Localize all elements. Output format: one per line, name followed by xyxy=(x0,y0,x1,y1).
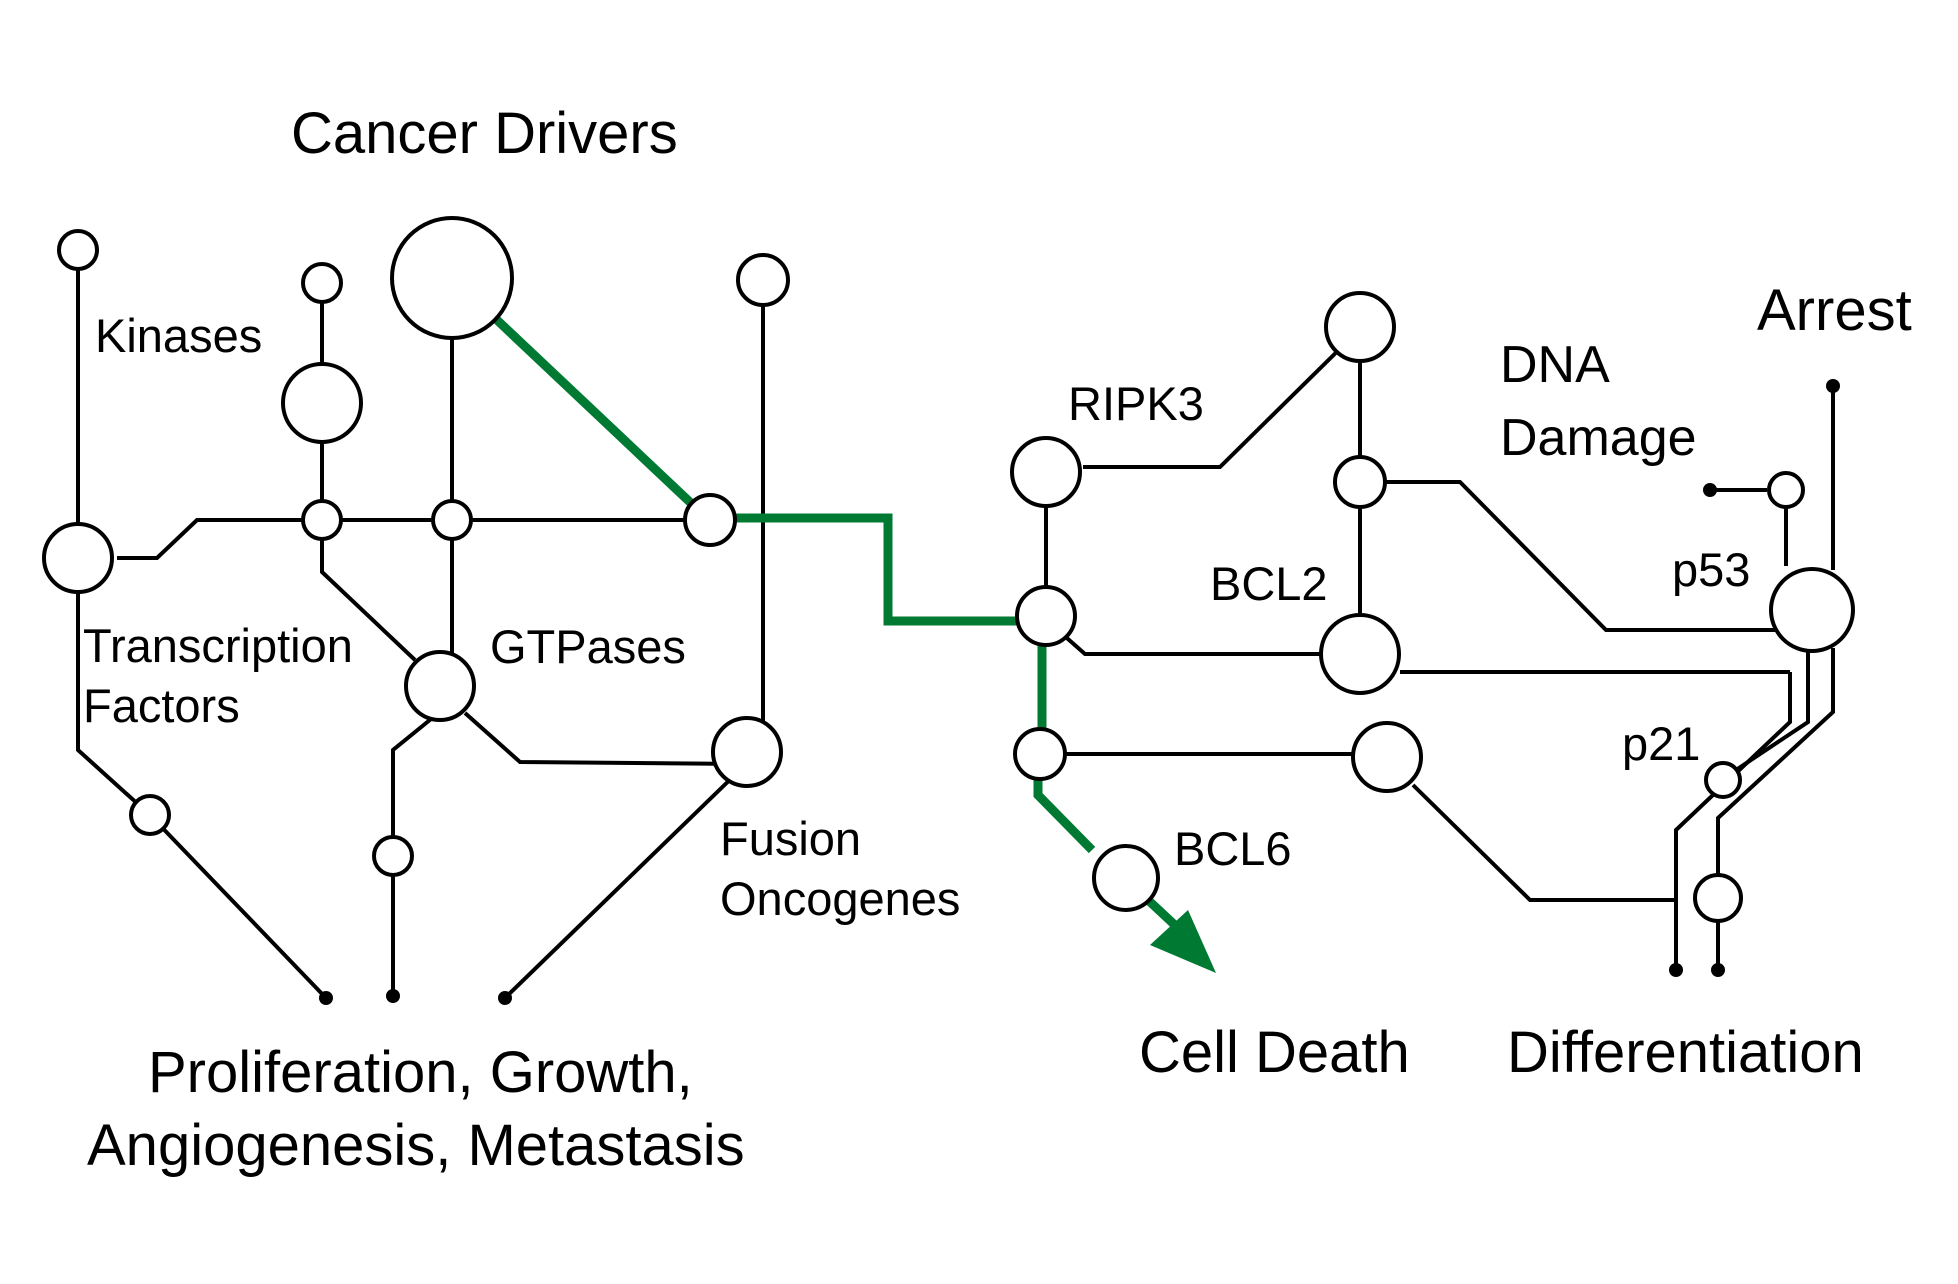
label-fusion-oncogenes-line1: Fusion xyxy=(720,812,861,865)
edge-gtpase-down xyxy=(391,713,438,996)
kinase-top-node xyxy=(57,229,99,271)
right-junction-node xyxy=(1333,455,1387,509)
p21-node xyxy=(1704,761,1742,799)
p53-node xyxy=(1769,567,1855,653)
highlight-driver-to-junction xyxy=(493,316,697,509)
left-network-nodes xyxy=(42,216,790,1005)
right-network-nodes xyxy=(1010,291,1855,977)
differentiation-endpoint-2 xyxy=(1711,963,1725,977)
driver-junction-node xyxy=(431,499,473,541)
gtpase-bottom-node xyxy=(372,835,414,877)
label-ripk3: RIPK3 xyxy=(1068,377,1204,430)
label-dna-damage-line2: Damage xyxy=(1500,409,1697,467)
labels: Cancer Drivers Kinases Transcription Fac… xyxy=(83,101,1912,1178)
green-start-junction-node xyxy=(683,493,737,547)
edge-fusion-to-bottom xyxy=(503,766,744,1000)
lower-right-node xyxy=(1351,721,1423,793)
cell-death-hub-node xyxy=(1015,585,1077,647)
label-kinases: Kinases xyxy=(95,309,262,362)
highlight-junction-to-hub xyxy=(730,513,1023,626)
label-bcl6: BCL6 xyxy=(1174,822,1292,875)
edge-left-hub-to-kinase-junction xyxy=(117,518,322,560)
bcl2-node xyxy=(1319,613,1401,695)
dna-damage-endpoint xyxy=(1703,483,1717,497)
fusion-top-node xyxy=(736,253,790,307)
edge-gtpase-to-fusion xyxy=(463,711,746,766)
label-p53: p53 xyxy=(1672,543,1750,596)
left-hub-node xyxy=(42,522,114,594)
differentiation-node xyxy=(1693,873,1743,923)
edge-p53-right-branch xyxy=(1716,648,1835,880)
label-dna-damage-line1: DNA xyxy=(1500,336,1610,394)
edge-junction-to-p53 xyxy=(1386,480,1790,632)
ripk3-node xyxy=(1010,436,1082,508)
edge-right-node-to-differentiation xyxy=(1411,783,1676,902)
cancer-driver-node xyxy=(390,216,514,340)
fusion-oncogene-node xyxy=(711,716,783,788)
kinase-large-node xyxy=(281,362,363,444)
highlight-arrowhead xyxy=(1150,910,1216,973)
kinase-junction-node xyxy=(301,499,343,541)
label-outcome-differentiation: Differentiation xyxy=(1507,1020,1864,1085)
top-right-node xyxy=(1324,291,1396,363)
proliferation-endpoint-1 xyxy=(319,991,333,1005)
lower-junction-node xyxy=(1013,727,1067,781)
edge-hub-to-bcl2 xyxy=(1058,630,1320,656)
label-bcl2: BCL2 xyxy=(1210,557,1328,610)
label-outcome-cell-death: Cell Death xyxy=(1139,1020,1410,1085)
edge-ripk3-to-top-node xyxy=(1083,325,1364,469)
label-outcome-proliferation-line1: Proliferation, Growth, xyxy=(148,1040,693,1105)
label-transcription-factors-line1: Transcription xyxy=(83,619,353,672)
kinase-small-node xyxy=(301,262,343,304)
differentiation-endpoint-1 xyxy=(1669,963,1683,977)
proliferation-endpoint-3 xyxy=(498,991,512,1005)
bcl6-node xyxy=(1092,844,1160,912)
left-bottom-node xyxy=(129,794,171,836)
edge-left-hub-to-bottom xyxy=(76,593,328,1000)
label-transcription-factors-line2: Factors xyxy=(83,679,240,732)
label-fusion-oncogenes-line2: Oncogenes xyxy=(720,872,960,925)
highlight-bcl6-to-cell-death xyxy=(1144,896,1182,932)
gtpase-node xyxy=(404,650,476,722)
label-outcome-proliferation-line2: Angiogenesis, Metastasis xyxy=(87,1113,745,1178)
proliferation-endpoint-2 xyxy=(386,989,400,1003)
label-cancer-drivers: Cancer Drivers xyxy=(291,101,678,166)
arrest-endpoint xyxy=(1826,379,1840,393)
label-arrest: Arrest xyxy=(1757,278,1912,343)
label-p21: p21 xyxy=(1622,717,1700,770)
edge-p53-middle-branch xyxy=(1731,650,1810,774)
dna-damage-node xyxy=(1767,471,1805,509)
label-gtpases: GTPases xyxy=(490,620,686,673)
